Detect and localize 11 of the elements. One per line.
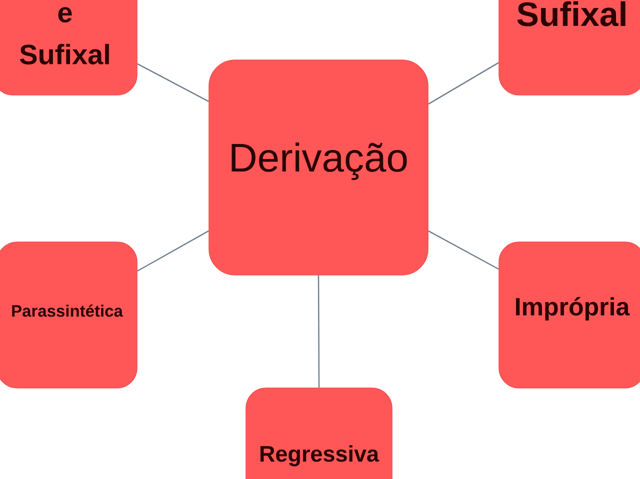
connector-line [137, 63, 209, 102]
connector-line [318, 275, 320, 388]
rounded-box: Sufixal [498, 0, 640, 96]
connector-line [428, 230, 499, 270]
rounded-box: e Sufixal [0, 0, 138, 96]
rounded-box: Regressiva [246, 388, 392, 479]
concept-box: Derivação [208, 60, 428, 276]
rounded-box: Imprópria [498, 242, 640, 388]
connector-line [137, 230, 209, 272]
connector-line [428, 62, 499, 105]
rounded-box: Parassintética [0, 242, 138, 388]
